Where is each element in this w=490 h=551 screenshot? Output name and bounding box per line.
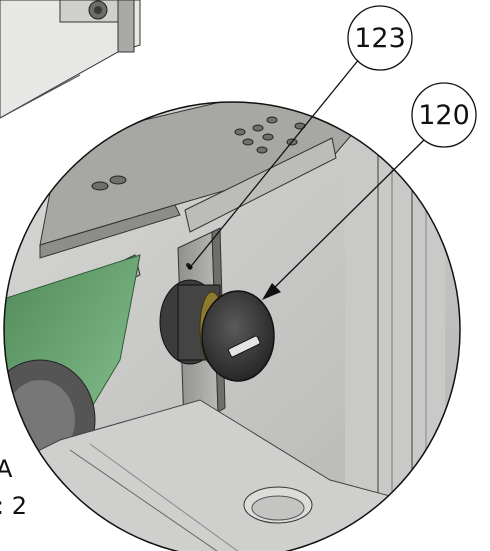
callout-123: 123 [187, 5, 413, 270]
leader-arrow-120 [262, 283, 281, 300]
cam-lock [159, 279, 275, 382]
leader-dot-123 [187, 264, 193, 270]
balloon-120-label: 120 [418, 100, 470, 131]
detail-view-a [4, 102, 460, 551]
leader-line-123 [191, 57, 361, 266]
callout-120: 120 [262, 82, 477, 300]
detail-circle [3, 101, 461, 551]
top-left-partial-view [0, 0, 141, 119]
balloon-123 [347, 5, 413, 71]
top-shelf [39, 102, 361, 259]
right-frame [345, 130, 445, 510]
detail-view-letter: A [0, 455, 13, 483]
detail-view-scale: : 2 [0, 492, 27, 520]
balloon-123-label: 123 [354, 23, 406, 54]
leader-line-120 [269, 139, 425, 293]
balloon-120 [411, 82, 477, 148]
